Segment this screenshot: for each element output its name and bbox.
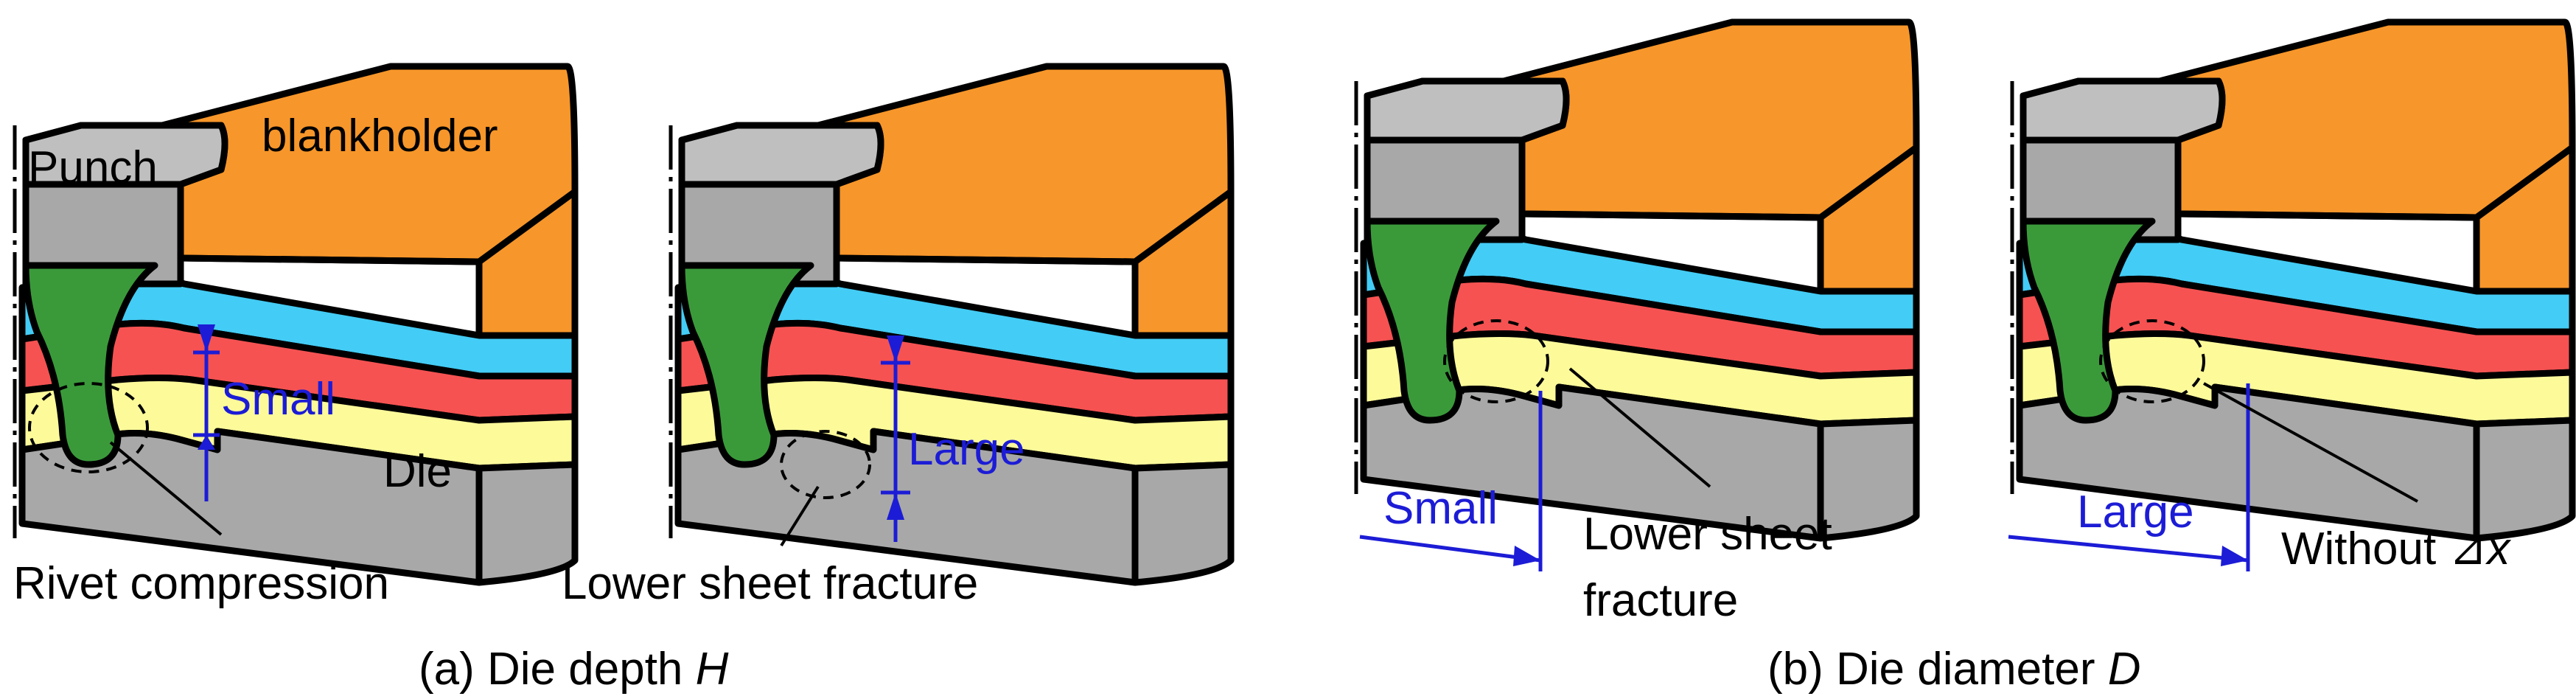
large-label-b: Large	[2077, 487, 2194, 538]
dimension-small-b	[1359, 391, 1543, 571]
caption-a: (a) Die depth H	[419, 644, 729, 695]
small-label-a: Small	[221, 374, 335, 425]
without-dx-label: Without ⊿x	[2281, 524, 2511, 574]
leader-rivet-compression	[109, 441, 223, 536]
block-b-large	[2012, 22, 2572, 538]
fracture-label-line1: Lower sheet	[1583, 509, 1832, 560]
dimension-large-a	[881, 335, 910, 542]
block-b-small	[1356, 22, 1916, 538]
rivet-compression-label: Rivet compression	[13, 558, 389, 609]
caption-b: (b) Die diameter D	[1767, 644, 2140, 695]
fracture-label-line2: fracture	[1583, 575, 1738, 626]
lower-sheet-fracture-label: Lower sheet fracture	[562, 558, 978, 609]
block-a-small	[15, 66, 575, 582]
leader-fracture-b	[1568, 367, 1711, 488]
small-label-b: Small	[1383, 483, 1498, 534]
leader-without-dx	[2203, 382, 2418, 503]
punch-label: Punch	[28, 142, 158, 193]
die-label: Die	[383, 446, 452, 497]
dimension-large-b	[2008, 383, 2250, 571]
large-label-a: Large	[908, 424, 1025, 475]
dimension-small-a	[193, 324, 220, 501]
blankholder-label: blankholder	[262, 111, 498, 161]
leader-lower-sheet-fracture	[780, 485, 820, 547]
block-a-large	[671, 66, 1231, 582]
